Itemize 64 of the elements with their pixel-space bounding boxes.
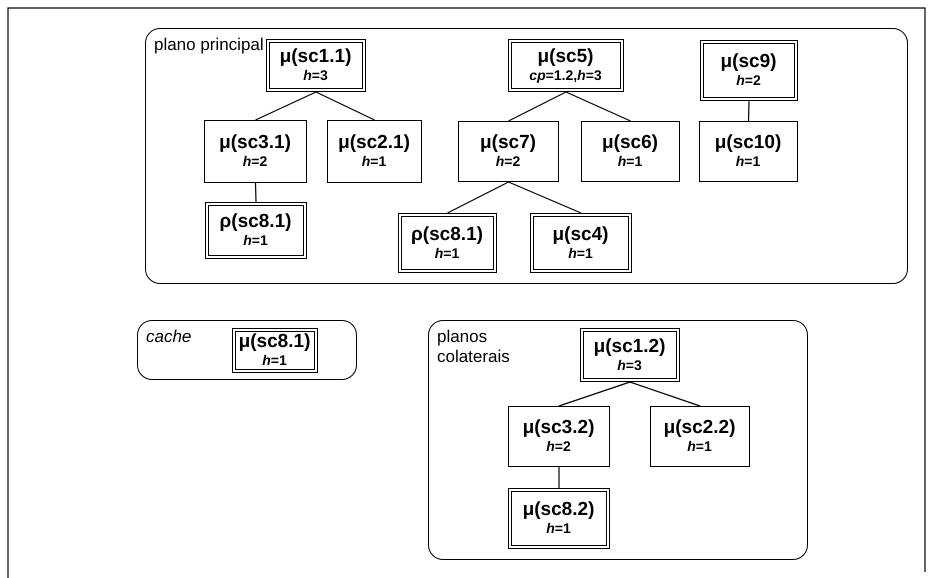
tree-link bbox=[508, 181, 582, 214]
node-value: h=1 bbox=[362, 153, 386, 170]
node-value: h=2 bbox=[242, 153, 268, 170]
node-value: h=1 bbox=[618, 153, 642, 170]
node-label: μ(sc7) bbox=[480, 132, 536, 153]
node-value: h=1 bbox=[434, 244, 460, 262]
node-value: h=2 bbox=[736, 72, 761, 89]
group-heading: planos colaterais bbox=[437, 327, 511, 367]
group-heading: plano principal bbox=[154, 35, 264, 55]
tree-node-box bbox=[698, 120, 798, 182]
tree-node-box bbox=[508, 406, 610, 466]
node-value: h=3 bbox=[617, 356, 642, 374]
node-value: h=1 bbox=[568, 244, 593, 262]
tree-node-box bbox=[580, 120, 680, 182]
node-label: ρ(sc8.1) bbox=[220, 211, 292, 232]
tree-node-box bbox=[326, 120, 422, 182]
node-value: h=1 bbox=[243, 232, 268, 249]
tree-link bbox=[558, 467, 560, 488]
tree-node-box bbox=[580, 328, 680, 382]
node-label: μ(sc3.1) bbox=[219, 132, 291, 153]
group-frame bbox=[145, 28, 908, 284]
tree-node-box bbox=[508, 38, 624, 92]
tree-node-box bbox=[398, 212, 496, 272]
node-value: h=1 bbox=[736, 153, 760, 170]
tree-link bbox=[630, 381, 700, 407]
tree-node-box bbox=[530, 212, 632, 272]
node-label: μ(sc1.2) bbox=[594, 336, 666, 356]
tree-node-box bbox=[232, 328, 318, 372]
node-label: μ(sc8.1) bbox=[238, 331, 310, 352]
node-value: h=1 bbox=[687, 438, 712, 455]
node-label: μ(sc6) bbox=[602, 132, 658, 153]
tree-node-box bbox=[700, 40, 798, 100]
tree-link bbox=[255, 91, 316, 121]
group-frame bbox=[428, 320, 808, 560]
tree-node-box bbox=[204, 202, 306, 258]
tree-node-box bbox=[508, 488, 610, 548]
node-label: μ(sc2.1) bbox=[338, 132, 410, 153]
node-value: h=3 bbox=[303, 67, 328, 84]
node-label: μ(sc2.2) bbox=[664, 417, 736, 438]
tree-link bbox=[316, 91, 375, 121]
tree-node-box bbox=[266, 38, 366, 92]
node-value: cp=1.2,h=3 bbox=[529, 67, 602, 84]
tree-link bbox=[558, 381, 630, 407]
tree-link bbox=[508, 91, 566, 122]
node-label: μ(sc1.1) bbox=[280, 46, 352, 67]
node-value: h=2 bbox=[546, 438, 571, 455]
node-label: μ(sc3.2) bbox=[522, 417, 594, 438]
node-label: ρ(sc8.1) bbox=[411, 224, 483, 244]
group-frame bbox=[137, 320, 357, 380]
tree-node-box bbox=[650, 406, 750, 466]
tree-link bbox=[748, 100, 750, 122]
node-value: h=1 bbox=[546, 520, 571, 537]
node-label: μ(sc9) bbox=[720, 51, 776, 72]
node-value: h=1 bbox=[262, 352, 287, 369]
node-value: h=2 bbox=[496, 153, 520, 170]
node-label: μ(sc5) bbox=[538, 46, 594, 67]
tree-link bbox=[447, 181, 509, 214]
tree-link bbox=[566, 91, 631, 122]
tree-link bbox=[254, 182, 257, 202]
tree-node-box bbox=[204, 120, 306, 182]
node-label: μ(sc4) bbox=[552, 224, 608, 244]
tree-node-box bbox=[458, 120, 558, 182]
node-label: μ(sc10) bbox=[714, 132, 782, 153]
node-label: μ(sc8.2) bbox=[522, 499, 594, 520]
